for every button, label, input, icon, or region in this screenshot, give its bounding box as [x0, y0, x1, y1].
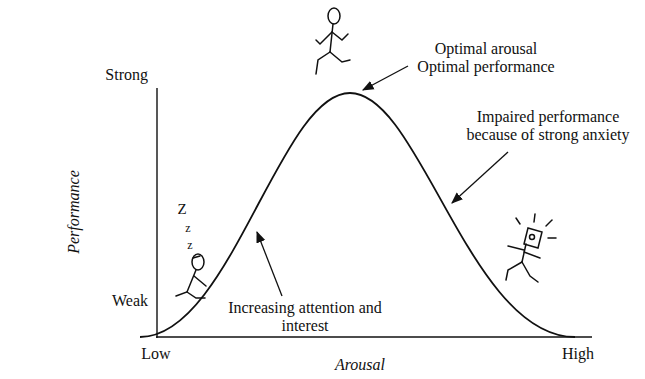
x-axis [156, 336, 592, 337]
sleeping-figure [176, 254, 206, 298]
leader-arrows [257, 66, 508, 296]
sleep-letter: z [185, 219, 190, 237]
axis-title: Arousal [335, 356, 385, 374]
y-axis [156, 88, 157, 338]
axis-value: Weak [112, 292, 148, 310]
leader-arrow [363, 66, 408, 90]
axis-value: High [562, 345, 594, 363]
callout-note: Increasing attention and interest [227, 299, 383, 335]
axis-value: Strong [105, 66, 148, 84]
sleep-letter: z [187, 236, 192, 254]
axis-title: Performance [65, 170, 83, 254]
axes [156, 88, 592, 338]
callout-note: Optimal arousal Optimal performance [410, 40, 562, 76]
leader-arrow [257, 232, 282, 296]
callout-note: Impaired performance because of strong a… [455, 108, 641, 144]
running-figure [316, 8, 350, 74]
anxious-figure [506, 214, 556, 282]
sleep-letter: Z [177, 200, 186, 218]
leader-arrow [452, 152, 508, 203]
axis-value: Low [141, 345, 170, 363]
